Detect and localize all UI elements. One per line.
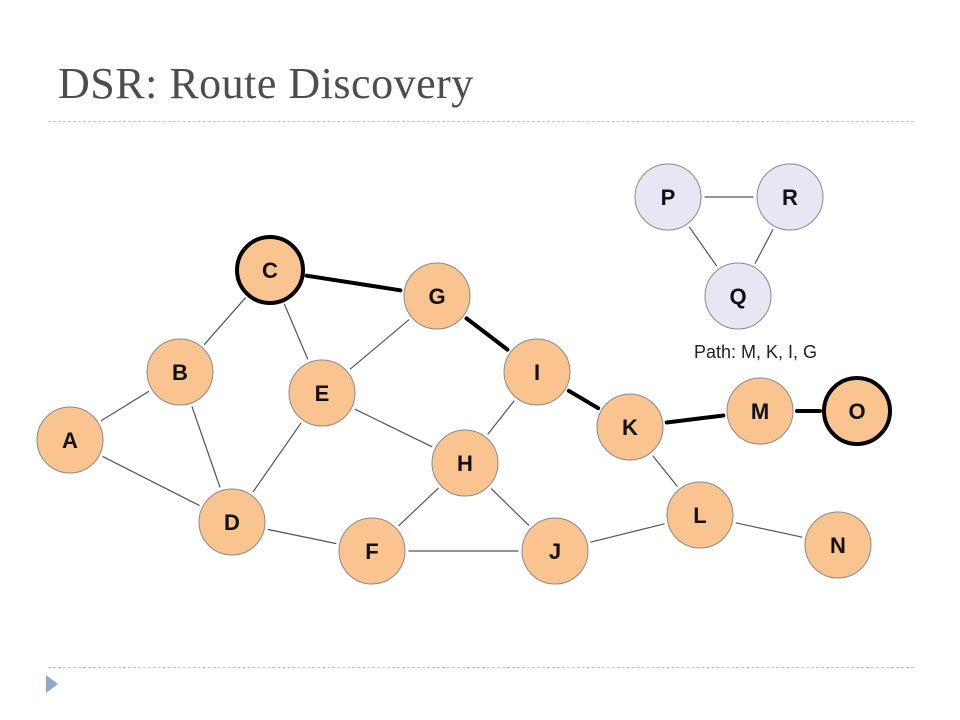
node-r-label: R	[782, 185, 798, 210]
node-f-label: F	[365, 539, 378, 564]
node-k-label: K	[622, 415, 638, 440]
node-o-circle	[822, 376, 892, 446]
slide-title: DSR: Route Discovery	[58, 59, 474, 108]
edge-e-g	[349, 319, 410, 370]
node-r-circle	[756, 163, 824, 231]
node-b-circle	[146, 338, 214, 406]
node-l: L	[666, 481, 734, 549]
edge-c-e	[283, 303, 309, 360]
node-h: H	[431, 429, 499, 497]
node-a-circle	[36, 406, 104, 474]
node-m-circle	[726, 377, 794, 445]
edge-d-f	[267, 528, 337, 545]
node-o: O	[822, 376, 892, 446]
node-e: E	[288, 359, 356, 427]
title-divider	[48, 121, 914, 122]
node-m-label: M	[751, 399, 769, 424]
edge-a-b	[100, 390, 150, 422]
node-f: F	[338, 517, 406, 585]
node-q: Q	[704, 262, 772, 330]
edge-c-g-route	[304, 273, 403, 293]
node-i-circle	[503, 338, 571, 406]
edge-i-k-route	[566, 388, 601, 411]
edge-k-l	[652, 455, 678, 487]
nodes-layer: A B C D E F G H I J K L M N O P Q R	[36, 163, 892, 585]
node-g: G	[403, 262, 471, 330]
node-g-circle	[403, 262, 471, 330]
node-a: A	[36, 406, 104, 474]
node-r: R	[756, 163, 824, 231]
node-l-circle	[666, 481, 734, 549]
node-i-label: I	[534, 360, 540, 385]
node-k: K	[596, 393, 664, 461]
node-o-label: O	[848, 399, 865, 424]
node-n: N	[804, 511, 872, 579]
node-j-label: J	[549, 539, 561, 564]
edge-g-i-route	[464, 316, 510, 352]
node-b-label: B	[172, 360, 188, 385]
node-b: B	[146, 338, 214, 406]
node-n-label: N	[830, 533, 846, 558]
edge-b-c	[203, 297, 247, 345]
node-e-circle	[288, 359, 356, 427]
node-m: M	[726, 377, 794, 445]
node-p: P	[634, 163, 702, 231]
edge-h-j	[490, 488, 530, 526]
node-c-label: C	[262, 258, 278, 283]
node-j: J	[521, 517, 589, 585]
node-c: C	[235, 235, 305, 305]
node-d: D	[198, 488, 266, 556]
node-q-label: Q	[729, 284, 746, 309]
node-c-circle	[235, 235, 305, 305]
node-d-label: D	[224, 510, 240, 535]
node-k-circle	[596, 393, 664, 461]
node-a-label: A	[62, 428, 78, 453]
edge-e-h	[354, 408, 433, 448]
footer-divider	[48, 667, 914, 668]
node-h-circle	[431, 429, 499, 497]
node-p-circle	[634, 163, 702, 231]
edges-layer	[100, 196, 822, 552]
node-d-circle	[198, 488, 266, 556]
node-f-circle	[338, 517, 406, 585]
edge-r-q	[754, 229, 774, 264]
node-h-label: H	[457, 451, 473, 476]
edge-j-l	[590, 523, 665, 543]
edge-a-d	[102, 456, 200, 506]
edge-l-n	[735, 522, 803, 538]
edge-p-q	[688, 226, 718, 267]
edge-b-d	[191, 406, 221, 488]
edge-h-f	[398, 487, 439, 527]
node-j-circle	[521, 517, 589, 585]
node-g-label: G	[428, 284, 445, 309]
node-q-circle	[704, 262, 772, 330]
edge-k-m-route	[664, 413, 726, 425]
node-l-label: L	[693, 503, 706, 528]
bullet-arrow-icon	[46, 675, 58, 693]
node-n-circle	[804, 511, 872, 579]
node-e-label: E	[315, 381, 330, 406]
edge-i-h	[487, 400, 515, 435]
edge-d-e	[252, 422, 302, 493]
node-i: I	[503, 338, 571, 406]
node-p-label: P	[661, 185, 676, 210]
path-caption: Path: M, K, I, G	[694, 342, 817, 362]
